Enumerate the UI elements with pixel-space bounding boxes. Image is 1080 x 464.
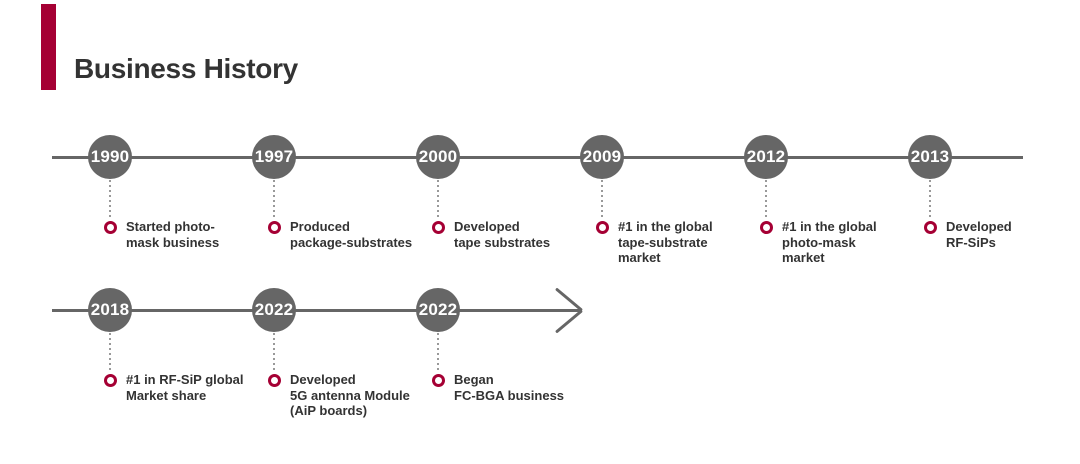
caption-line: Developed [290, 372, 356, 387]
dotted-connector [601, 180, 603, 220]
ring-marker-icon [431, 221, 445, 234]
year-label: 1997 [254, 147, 294, 166]
title-accent-bar [41, 4, 56, 90]
year-circle: 2018 [88, 288, 132, 332]
dotted-connector [273, 333, 275, 373]
ring-marker-icon [103, 221, 117, 234]
year-label: 1990 [90, 147, 130, 166]
year-label: 2012 [746, 147, 786, 166]
dotted-connector [929, 180, 931, 220]
caption-line: photo-mask [782, 234, 856, 250]
dotted-connector [109, 333, 111, 373]
ring-marker-icon [431, 374, 445, 387]
ring-marker-icon [595, 221, 609, 234]
year-label: 2018 [90, 300, 130, 319]
timeline-line [52, 308, 582, 312]
year-label: 2022 [418, 300, 458, 319]
caption-line: Market share [126, 387, 207, 403]
year-circle: 2022 [416, 288, 460, 332]
year-circle: 2022 [252, 288, 296, 332]
timeline-line [52, 155, 1023, 159]
caption-line: 5G antenna Module [290, 387, 410, 403]
ring-marker-icon [267, 374, 281, 387]
milestone-caption: Started photo-mask business [126, 219, 219, 250]
dotted-connector [765, 180, 767, 220]
dotted-connector [437, 180, 439, 220]
year-circle: 2000 [416, 135, 460, 179]
year-label: 2022 [254, 300, 294, 319]
year-circle: 2009 [580, 135, 624, 179]
caption-line: package-substrates [290, 234, 413, 250]
caption-line: Produced [290, 219, 350, 234]
dotted-connector [437, 333, 439, 373]
ring-marker-icon [103, 374, 117, 387]
dotted-connector [273, 180, 275, 220]
caption-line: market [782, 250, 825, 265]
year-label: 2013 [910, 147, 950, 166]
year-circle: 1990 [88, 135, 132, 179]
caption-line: mask business [126, 234, 220, 250]
caption-line: #1 in RF-SiP global [126, 372, 244, 387]
year-circle: 2013 [908, 135, 952, 179]
caption-line: market [618, 250, 661, 265]
caption-line: FC-BGA business [454, 387, 565, 403]
dotted-connector [109, 180, 111, 220]
caption-line: #1 in the global [782, 219, 877, 234]
caption-line: Developed [454, 219, 520, 234]
year-label: 2009 [582, 147, 622, 166]
caption-line: #1 in the global [618, 219, 713, 234]
caption-line: Developed [946, 219, 1012, 234]
ring-marker-icon [923, 221, 937, 234]
caption-line: tape substrates [454, 234, 551, 250]
caption-line: RF-SiPs [946, 234, 996, 250]
caption-line: Began [454, 372, 494, 387]
caption-line: Started photo- [126, 219, 215, 234]
year-label: 2000 [418, 147, 458, 166]
ring-marker-icon [267, 221, 281, 234]
page-title: Business History [74, 53, 298, 84]
caption-line: tape-substrate [618, 234, 708, 250]
year-circle: 2012 [744, 135, 788, 179]
ring-marker-icon [759, 221, 773, 234]
year-circle: 1997 [252, 135, 296, 179]
caption-line: (AiP boards) [290, 403, 368, 418]
timeline-arrow-icon [554, 308, 583, 334]
